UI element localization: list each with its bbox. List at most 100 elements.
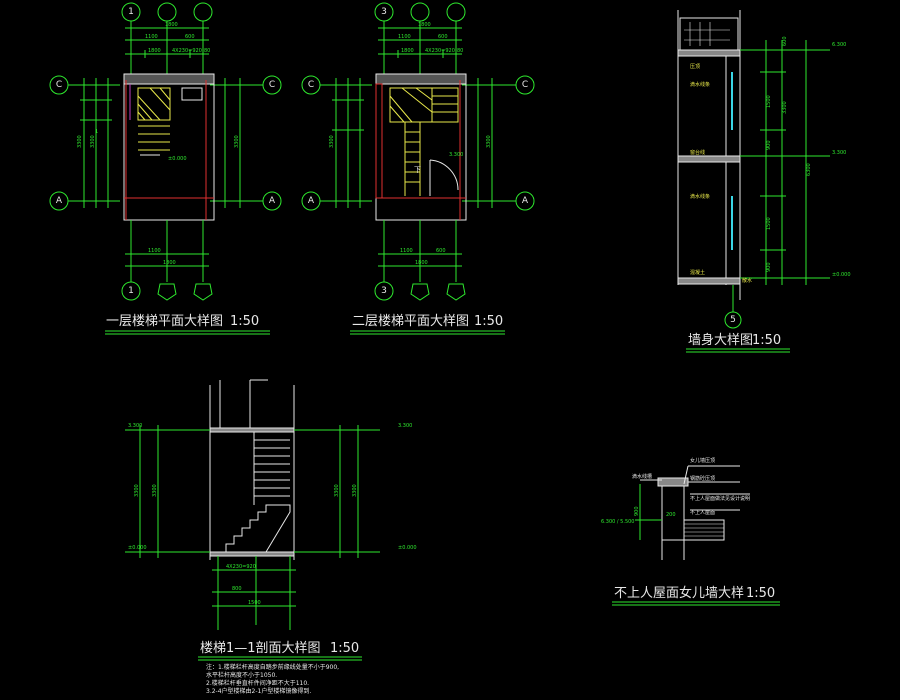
dim-section-left-2: 3300 [152,484,158,497]
section-stair-flight [218,432,291,553]
dim-plan2-top-sub-2: 4X230=920 [425,48,455,54]
dim-plan2-top-sub-1: 1800 [401,48,414,54]
axis-bubble-plan1-bottom-mid [157,283,177,301]
plan1-window [181,87,203,101]
dim-section-left-1: 3300 [134,484,140,497]
axis-label-plan1-c-right: C [269,80,275,90]
wall-parapet [679,17,739,51]
axis-bubble-plan1-top-right [193,2,213,22]
plan-1-detail: 1 1800 1100 600 1800 4X230=920 80 C A C … [49,2,282,335]
plan2-elevation: 3.300 [449,152,463,158]
dim-parapet-2: 200 [666,512,676,518]
plan1-stair-treads [137,87,171,151]
wall-label-1: 压顶 [690,64,700,70]
wall-label-6: 散水 [742,277,752,284]
dim-section-right-1: 3300 [334,484,340,497]
parapet-elevation: 6.300 / 5.500 [601,519,635,525]
dim-plan1-left-sub: 3300 [90,135,96,148]
plan2-stair-treads [389,87,459,196]
parapet-detail: 女儿墙压顶 钢筋砼压顶 不上人屋面做法见设计说明 不上人屋面 滴水线槽 900 … [601,457,780,606]
axis-label-wall-5: 5 [730,315,736,325]
plan1-wall-top [123,73,215,85]
wall-label-5: 混凝土 [690,269,705,276]
plan2-down-mark: 下 [414,166,421,174]
dim-plan1-top-sub-3: 80 [204,48,210,54]
dim-plan1-right-total: 3300 [234,135,240,148]
wall-label-4: 滴水线条 [690,193,710,200]
axis-label-plan2-a-right: A [522,196,529,206]
dim-wall-2: 1500 [766,95,772,108]
section-elev-left-top: 3.300 [128,423,142,429]
dim-wall-7: 900 [766,262,772,272]
dim-section-right-2: 3300 [352,484,358,497]
parapet-label-1: 女儿墙压顶 [690,457,715,464]
dim-plan2-top-total: 1800 [418,22,431,28]
dim-parapet-1: 900 [634,506,640,516]
axis-label-plan1-top-left: 1 [128,7,134,17]
wall-elev-mid: 3.300 [832,150,846,156]
axis-bubble-plan2-bottom-left [374,281,394,301]
axis-label-plan2-a-left: A [308,196,315,206]
section-title: 楼梯1—1剖面大样图 [200,641,321,656]
wall-elev-top: 6.300 [832,42,846,48]
dim-wall-3: 3300 [782,101,788,114]
plan1-elevation: ±0.000 [168,156,187,162]
dim-wall-6: 1500 [766,217,772,230]
plan1-section-mark: 1 [95,129,98,135]
axis-label-plan2-bottom-left: 3 [381,286,387,296]
dim-plan2-bottom-total: 1800 [415,260,428,266]
dim-wall-1: 600 [782,36,788,46]
axis-label-plan1-bottom-left: 1 [128,286,134,296]
plan2-title: 二层楼梯平面大样图 [352,314,469,329]
notes-line-2: 水平栏杆高度不小于1050. [206,671,277,679]
axis-bubble-plan1-bottom-right [193,283,213,301]
dim-plan2-right-total: 3300 [486,135,492,148]
dim-section-bottom-3: 1500 [248,600,261,606]
axis-bubble-wall-5 [724,311,742,329]
wall-slab-floor2 [677,155,741,163]
axis-bubble-plan2-top-mid [410,2,430,22]
dim-plan2-top-sub-3: 80 [457,48,463,54]
parapet-cap [657,477,689,487]
axis-label-plan1-a-right: A [269,196,276,206]
dim-section-bottom-2: 800 [232,586,242,592]
axis-bubble-plan2-bottom-mid [410,283,430,301]
dim-plan1-top-sub-2: 4X230=920 [172,48,202,54]
axis-bubble-plan1-top-mid [157,2,177,22]
parapet-label-5: 滴水线槽 [632,473,652,480]
section-elev-right-bottom: ±0.000 [398,545,417,551]
notes-line-4: 3.2-4户型楼梯由2-1户型楼梯镜像得到. [206,687,311,695]
axis-label-plan2-top-left: 3 [381,7,387,17]
dim-plan1-top-right: 600 [185,34,195,40]
section-slab-lower [209,551,295,557]
dim-section-bottom-1: 4X230=920 [226,564,256,570]
wall-label-2: 滴水线条 [690,81,710,88]
wall-elev-ground: ±0.000 [832,272,851,278]
wall-slab-ground [677,277,741,285]
stair-section-detail: 3.300 ±0.000 3.300 ±0.000 3300 3300 3300… [125,379,417,695]
dim-plan1-left-total: 3300 [77,135,83,148]
dim-plan2-left-total: 3300 [329,135,335,148]
section-slab-upper [209,427,295,433]
plan-2-detail: 3 1800 1100 600 1800 4X230=920 80 C A C … [301,2,535,335]
axis-label-plan2-c-right: C [522,80,528,90]
wall-label-3: 窗台线 [690,149,705,156]
dim-wall-5: 6300 [806,163,812,176]
dim-plan1-top-left: 1100 [145,34,158,40]
wall-title: 墙身大样图 [688,332,753,348]
parapet-label-2: 钢筋砼压顶 [690,475,715,482]
plan2-wall-left [375,83,383,199]
wall-slab-roof [677,49,741,57]
plan1-title: 一层楼梯平面大样图 [106,314,223,329]
section-scale: 1:50 [330,641,359,656]
dim-plan2-bottom-left: 1100 [400,248,413,254]
parapet-scale: 1:50 [746,586,775,601]
parapet-roof-slab [684,519,725,541]
parapet-label-4: 不上人屋面 [690,509,715,516]
dim-plan2-bottom-right: 600 [436,248,446,254]
section-elev-left-bottom: ±0.000 [128,545,147,551]
dim-plan2-top-right: 600 [438,34,448,40]
section-elev-right-top: 3.300 [398,423,412,429]
axis-bubble-plan2-bottom-right [446,283,466,301]
